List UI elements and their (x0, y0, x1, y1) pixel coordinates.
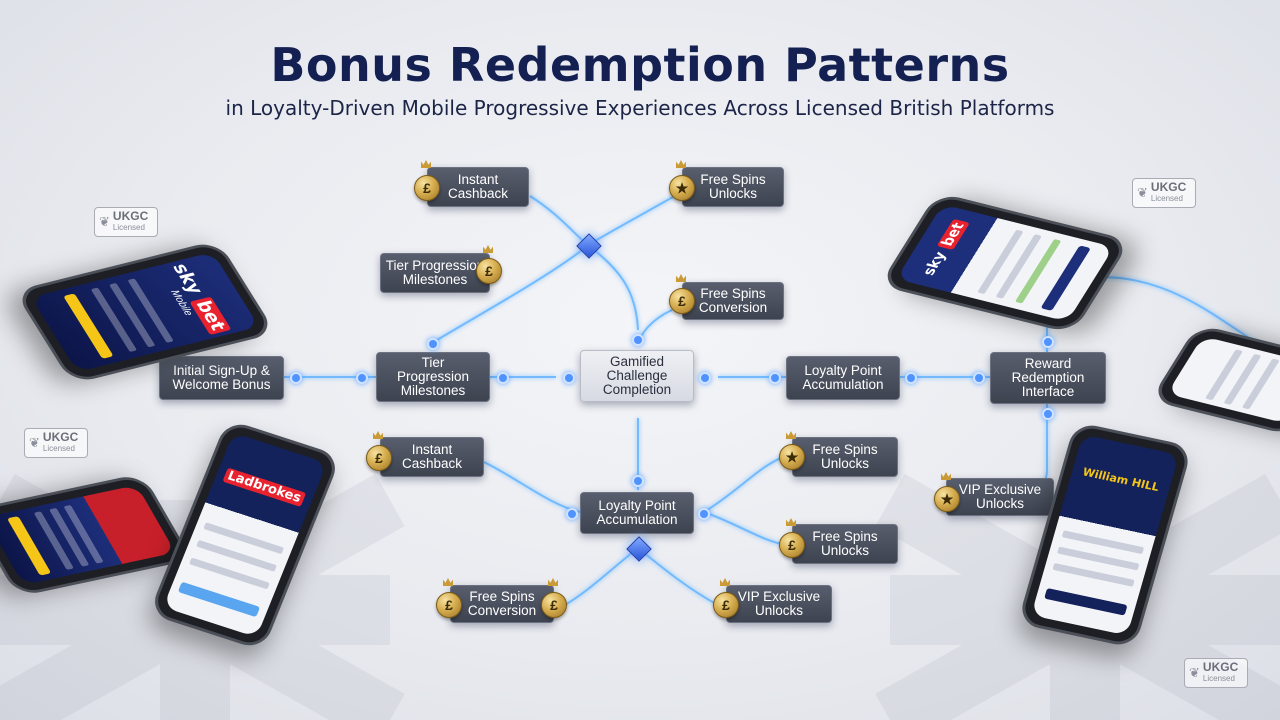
connector-dot (566, 508, 578, 520)
node-vip-exclusive-right: VIP Exclusive Unlocks (946, 478, 1054, 516)
node-loyalty-accumulation: Loyalty Point Accumulation (786, 356, 900, 400)
connector-dot (290, 372, 302, 384)
node-loyalty-accumulation-lower: Loyalty Point Accumulation (580, 492, 694, 534)
node-instant-cashback-mid: Instant Cashback (380, 437, 484, 477)
wreath-icon: ❦ (29, 435, 40, 451)
wreath-icon: ❦ (99, 214, 110, 230)
node-free-spins-unlocks-top: Free Spins Unlocks (682, 167, 784, 207)
badge-subtitle: Licensed (113, 222, 148, 233)
pound-coin-icon: £ (436, 592, 462, 618)
page-title: Bonus Redemption Patterns (0, 38, 1280, 92)
connector-dot (905, 372, 917, 384)
badge-title: UKGC (1151, 182, 1186, 193)
node-vip-exclusive-bottom: VIP Exclusive Unlocks (726, 585, 832, 623)
badge-title: UKGC (113, 211, 148, 222)
pound-coin-icon: £ (366, 445, 392, 471)
pound-coin-icon: £ (541, 592, 567, 618)
williamhill-logo: William HILL (1071, 463, 1171, 496)
connector-dot (632, 475, 644, 487)
node-free-spins-conversion-mid: Free Spins Conversion (682, 282, 784, 320)
badge-title: UKGC (43, 432, 78, 443)
badge-subtitle: Licensed (1151, 193, 1186, 204)
ladbrokes-logo: Ladbrokes (214, 461, 315, 511)
pound-coin-icon: £ (779, 532, 805, 558)
badge-subtitle: Licensed (1203, 673, 1238, 684)
connector-dot (769, 372, 781, 384)
node-tier-progression: Tier Progression Milestones (376, 352, 490, 402)
pound-coin-icon: £ (414, 175, 440, 201)
pound-coin-icon: £ (476, 258, 502, 284)
connector-dot (1042, 408, 1054, 420)
node-initial-signup: Initial Sign-Up & Welcome Bonus (159, 356, 284, 400)
wreath-icon: ❦ (1189, 665, 1200, 681)
node-free-spins-unlocks-right2: Free Spins Unlocks (792, 524, 898, 564)
star-coin-icon: ★ (669, 175, 695, 201)
connector-dot (427, 338, 439, 350)
connector-dot (1042, 336, 1054, 348)
node-free-spins-conversion-bottom: Free Spins Conversion (450, 585, 554, 623)
connector-dot (699, 372, 711, 384)
connector-dot (973, 372, 985, 384)
node-gamified-challenge: Gamified Challenge Completion (580, 350, 694, 402)
star-coin-icon: ★ (779, 444, 805, 470)
node-tier-progression-upper: Tier Progression Milestones (380, 253, 490, 293)
wreath-icon: ❦ (1137, 185, 1148, 201)
connector-dot (356, 372, 368, 384)
connector-dot (632, 334, 644, 346)
pound-coin-icon: £ (669, 288, 695, 314)
node-free-spins-unlocks-right1: Free Spins Unlocks (792, 437, 898, 477)
pound-coin-icon: £ (713, 592, 739, 618)
node-reward-redemption: Reward Redemption Interface (990, 352, 1106, 404)
page-subtitle: in Loyalty-Driven Mobile Progressive Exp… (0, 96, 1280, 120)
connector-dot (563, 372, 575, 384)
connector-dot (497, 372, 509, 384)
star-coin-icon: ★ (934, 486, 960, 512)
node-instant-cashback-top: Instant Cashback (427, 167, 529, 207)
connector-dot (698, 508, 710, 520)
badge-title: UKGC (1203, 662, 1238, 673)
badge-subtitle: Licensed (43, 443, 78, 454)
skybet-logo: sky bet (913, 209, 976, 288)
